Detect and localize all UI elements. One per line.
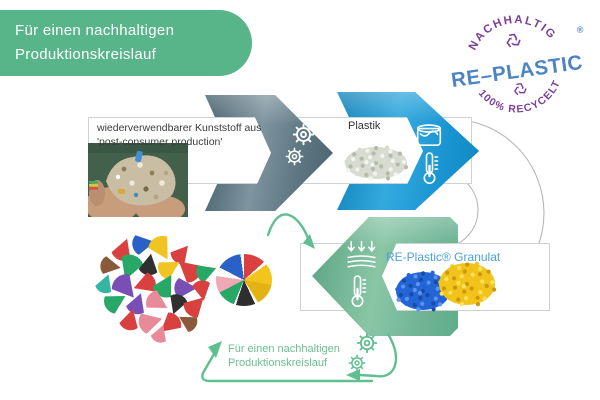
granulate-piles-photo xyxy=(395,261,497,312)
plastic-piece xyxy=(132,235,155,255)
recycle-icon xyxy=(505,31,523,50)
re-plastic-logo: NACHHALTIG RE–PLASTIC ® 100% RECYCELT xyxy=(450,8,585,121)
plastic-piece xyxy=(104,296,126,314)
logo-arc-top-text: NACHHALTIG xyxy=(463,8,559,54)
footer-caption: Für einen nachhaltigen Produktionskreisl… xyxy=(228,342,340,370)
svg-text:NACHHALTIG: NACHHALTIG xyxy=(463,8,559,54)
plastic-piece xyxy=(95,274,112,294)
step1-label-line1: wiederverwendbarer Kunststoff aus xyxy=(97,122,262,134)
plastic-piece xyxy=(192,280,210,301)
gears-icon xyxy=(348,332,378,372)
plastic-piece xyxy=(196,265,217,283)
plastic-piece xyxy=(178,261,202,283)
footer-caption-line1: Für einen nachhaltigen xyxy=(228,343,340,355)
plastic-piece xyxy=(126,293,144,315)
plastic-piece xyxy=(179,316,198,332)
cycle-loop-arrows xyxy=(201,332,398,383)
plastic-piece xyxy=(119,308,138,331)
plastic-pie-disc xyxy=(216,254,272,306)
plastic-piece xyxy=(150,324,166,343)
plastic-piece xyxy=(160,312,182,332)
plastic-wedges-photo xyxy=(95,235,217,343)
step3-label: RE-Plastic® Granulat xyxy=(386,250,501,264)
step2-label: Plastik xyxy=(348,120,381,132)
plastic-piece xyxy=(170,245,188,265)
step1-label-line2: 'post-consumer production' xyxy=(97,136,223,148)
gears-icon xyxy=(285,123,315,166)
plastic-piece xyxy=(183,297,204,318)
plastic-piece xyxy=(138,253,158,276)
arrow-up-icon xyxy=(208,341,222,358)
header-banner: Für einen nachhaltigen Produktionskreisl… xyxy=(0,10,252,76)
plastic-piece xyxy=(146,290,168,308)
thermometer-icon xyxy=(347,274,368,308)
footer-caption-line2: Produktionskreislauf xyxy=(228,357,328,369)
plastic-waste-photo xyxy=(88,143,188,217)
recycle-icon xyxy=(513,80,529,97)
arrow-left-icon xyxy=(346,369,360,381)
plastic-piece xyxy=(111,274,134,298)
plastic-piece xyxy=(174,278,197,298)
logo-registered-mark: ® xyxy=(576,24,584,35)
plastic-piece xyxy=(133,272,156,292)
plastic-granulate-gray-photo xyxy=(344,145,409,181)
plastic-piece xyxy=(138,313,163,334)
compression-icon xyxy=(347,240,376,268)
paint-bucket-icon xyxy=(416,124,442,147)
plastic-piece xyxy=(158,262,180,280)
plastic-piece xyxy=(148,235,168,260)
banner-line2: Produktionskreislauf xyxy=(15,46,157,63)
thermometer-icon xyxy=(419,151,440,185)
plastic-piece xyxy=(121,254,144,280)
plastic-piece xyxy=(170,294,188,315)
plastic-piece xyxy=(100,256,121,274)
step1-label: wiederverwendbarer Kunststoff aus 'post-… xyxy=(97,121,261,149)
banner-line1: Für einen nachhaltigen xyxy=(15,22,175,39)
logo-brand-text: RE–PLASTIC xyxy=(450,51,584,92)
bounce-arrow-icon xyxy=(266,213,315,249)
